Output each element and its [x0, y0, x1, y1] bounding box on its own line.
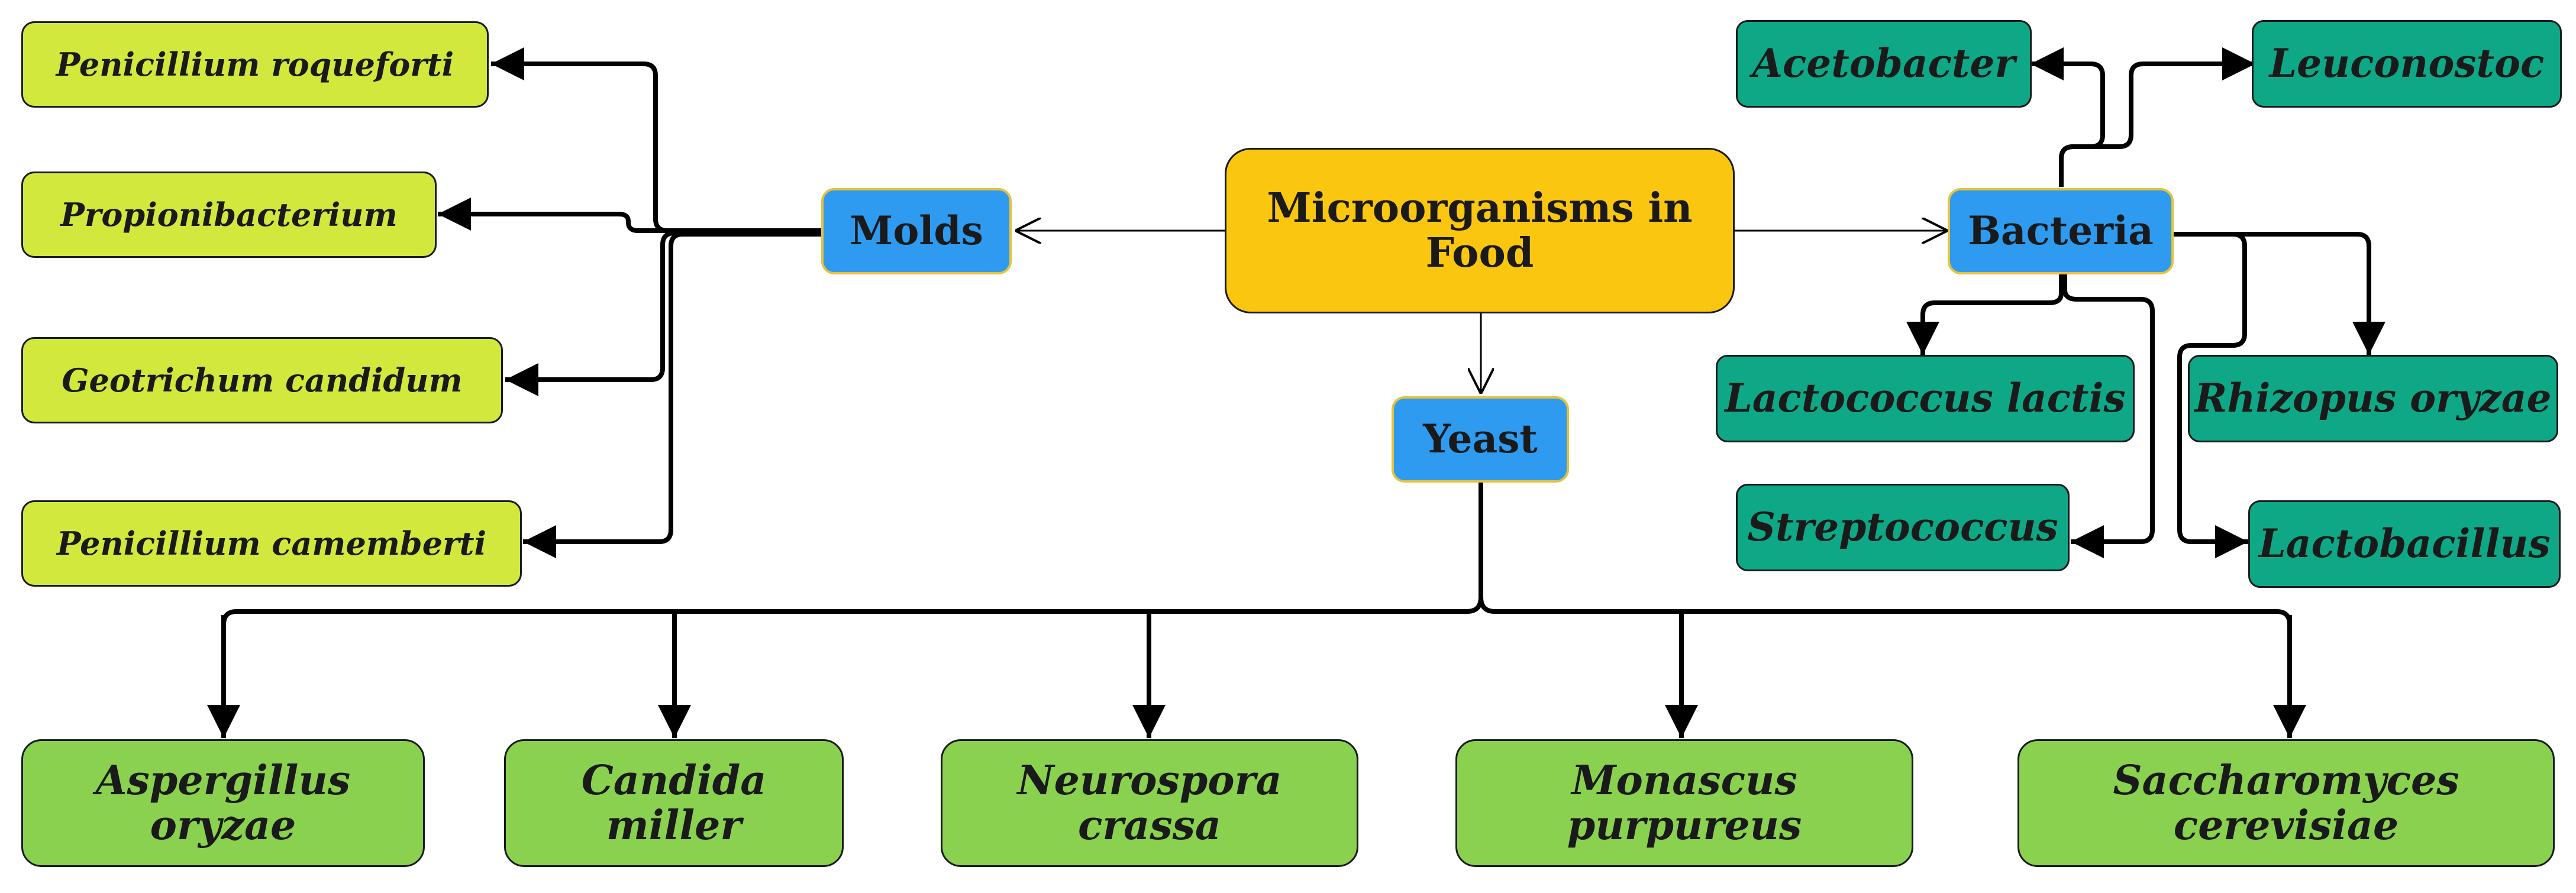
yeast-item-aspergillus-oryzae: Aspergillus oryzae [21, 739, 425, 867]
root-label-line-1: Microorganisms in [1267, 184, 1693, 232]
molds-item-label: Propionibacterium [60, 195, 398, 234]
molds-item-penicillium-roqueforti: Penicillium roqueforti [21, 21, 489, 108]
molds-node: Molds [821, 188, 1012, 274]
link-molds-propionibacterium [438, 198, 821, 233]
bacteria-item-acetobacter: Acetobacter [1736, 20, 2032, 108]
yeast-item-label-line-2: oryzae [150, 802, 296, 849]
bacteria-item-label: Rhizopus oryzae [2194, 375, 2552, 422]
link-bacteria-leuconostoc [2059, 47, 2255, 187]
link-bacteria-acetobacter [2031, 47, 2105, 187]
bacteria-item-rhizopus-oryzae: Rhizopus oryzae [2188, 355, 2558, 442]
yeast-item-saccharomyces-cerevisiae: Saccharomyces cerevisiae [2017, 739, 2555, 867]
bacteria-item-label: Lactococcus lactis [1725, 375, 2126, 422]
link-bacteria-lactococcus [1906, 274, 2064, 355]
yeast-item-neurospora-crassa: Neurospora crassa [941, 739, 1358, 867]
yeast-item-candida-miller: Candida miller [504, 739, 844, 867]
bacteria-item-lactococcus-lactis: Lactococcus lactis [1716, 355, 2135, 442]
bacteria-item-leuconostoc: Leuconostoc [2252, 20, 2562, 108]
yeast-item-label-line-2: miller [606, 802, 742, 849]
molds-item-label: Penicillium roqueforti [56, 45, 454, 83]
link-bacteria-lactobacillus [2174, 232, 2248, 558]
yeast-item-label-line-1: Neurospora [1017, 756, 1282, 804]
link-molds-penicillium-roqueforti [491, 47, 821, 233]
molds-item-label: Penicillium camemberti [57, 524, 486, 562]
yeast-node: Yeast [1392, 396, 1569, 483]
bacteria-item-label: Leuconostoc [2269, 40, 2545, 87]
bacteria-label: Bacteria [1968, 208, 2154, 254]
yeast-item-label-line-1: Monascus [1571, 756, 1797, 804]
molds-label: Molds [850, 208, 983, 254]
bacteria-item-lactobacillus: Lactobacillus [2248, 500, 2561, 588]
bacteria-item-label: Lactobacillus [2258, 520, 2551, 567]
bacteria-item-label: Acetobacter [1752, 40, 2016, 87]
bacteria-item-streptococcus: Streptococcus [1736, 484, 2070, 571]
link-bacteria-streptococcus [2062, 274, 2155, 558]
root-label-line-2: Food [1425, 229, 1534, 277]
molds-item-geotrichum-candidum: Geotrichum candidum [21, 337, 503, 423]
yeast-item-label-line-1: Saccharomyces [2113, 756, 2459, 804]
molds-item-label: Geotrichum candidum [62, 361, 463, 399]
yeast-label: Yeast [1423, 416, 1538, 462]
yeast-item-label-line-1: Aspergillus [95, 756, 351, 804]
link-molds-penicillium-camemberti [523, 232, 821, 558]
yeast-item-label-line-2: cerevisiae [2173, 802, 2399, 849]
link-molds-geotrichum [505, 231, 821, 396]
molds-item-propionibacterium: Propionibacterium [21, 172, 437, 258]
molds-item-penicillium-camemberti: Penicillium camemberti [21, 500, 522, 587]
yeast-item-label-line-1: Candida [581, 756, 767, 804]
link-bacteria-rhizopus [2174, 232, 2385, 355]
bacteria-item-label: Streptococcus [1747, 504, 2058, 551]
bacteria-node: Bacteria [1948, 188, 2174, 274]
yeast-item-label-line-2: purpureus [1567, 802, 1802, 849]
yeast-item-monascus-purpureus: Monascus purpureus [1455, 739, 1913, 867]
root-node: Microorganisms in Food [1225, 148, 1735, 313]
yeast-item-label-line-2: crassa [1078, 802, 1221, 849]
